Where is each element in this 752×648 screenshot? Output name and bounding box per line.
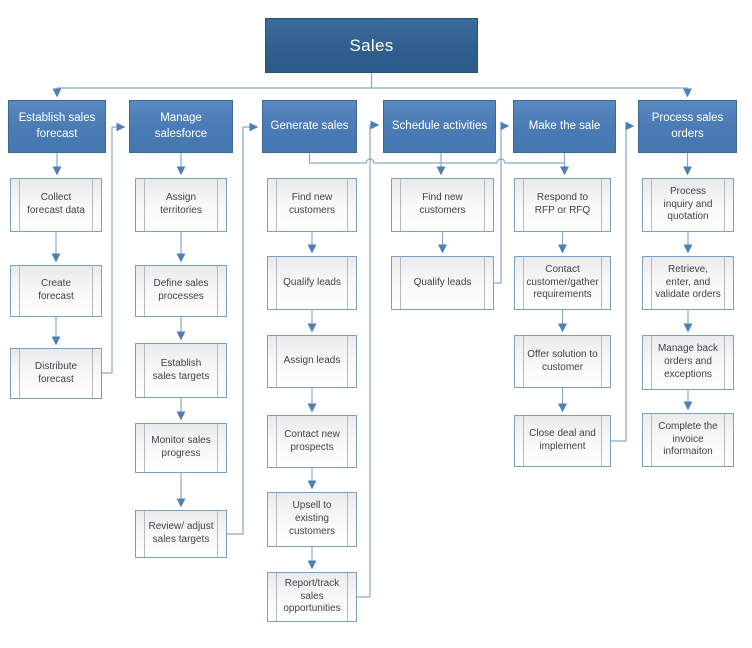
node-offer-solution-to-customer: Offer solution to customer [514,335,611,388]
node-label: Report/track sales opportunities [283,577,341,615]
node-label: Contact new prospects [284,428,340,453]
node-qualify-leads-generate: Qualify leads [267,256,357,310]
node-create-forecast: Create forecast [10,265,102,317]
connector [227,122,259,535]
node-manage-back-orders-and-exceptions: Manage back orders and exceptions [642,335,734,390]
node-label: Create forecast [38,278,74,302]
node-label: Establish sales targets [152,357,210,382]
node-generate-sales: Generate sales [262,100,357,153]
node-distribute-forecast: Distribute forecast [10,348,102,399]
node-label: Manage back orders and exceptions [657,343,719,380]
node-label: Monitor sales progress [151,435,211,459]
connector [357,120,380,598]
node-label: Collect forecast data [27,192,85,216]
node-contact-customer-gather-requirements: Contact customer/gather requirements [514,256,611,310]
node-make-the-sale: Make the sale [513,100,616,153]
connector [308,153,565,164]
node-manage-salesforce: Manage salesforce [129,100,233,153]
node-assign-territories: Assign territories [135,178,227,232]
node-process-inquiry-and-quotation: Process inquiry and quotation [642,178,734,232]
node-collect-forecast-data: Collect forecast data [10,178,102,232]
node-label: Find new customers [419,192,466,216]
node-label: Retrieve, enter, and validate orders [655,263,721,301]
node-close-deal-and-implement: Close deal and implement [514,415,611,467]
node-label: Upsell to existing customers [288,500,336,537]
node-report-track-sales-opportunities: Report/track sales opportunities [267,572,357,622]
node-label: Distribute forecast [34,360,78,385]
node-label: Process sales orders [651,111,724,140]
node-retrieve-enter-validate-orders: Retrieve, enter, and validate orders [642,256,734,310]
node-respond-to-rfp-or-rfq: Respond to RFP or RFQ [514,178,611,232]
node-label: Manage salesforce [154,111,208,140]
node-label: Make the sale [528,119,601,132]
node-label: Offer solution to customer [527,348,598,373]
node-label: Contact customer/gather requirements [526,263,599,301]
node-sales: Sales [265,18,478,73]
node-complete-the-invoice-informaiton: Complete the invoice informaiton [642,413,734,467]
node-label: Review/ adjust sales targets [148,521,214,545]
node-qualify-leads-schedule: Qualify leads [391,256,494,310]
node-label: Respond to RFP or RFQ [534,192,591,216]
node-label: Assign territories [160,192,202,216]
node-label: Define sales processes [153,278,209,302]
node-define-sales-processes: Define sales processes [135,265,227,317]
node-find-new-customers-generate: Find new customers [267,178,357,232]
node-assign-leads: Assign leads [267,335,357,388]
connector [494,121,510,284]
node-upsell-to-existing-customers: Upsell to existing customers [267,492,357,547]
node-label: Sales [349,35,394,55]
node-label: Process inquiry and quotation [663,185,713,223]
node-monitor-sales-progress: Monitor sales progress [135,423,227,473]
node-contact-new-prospects: Contact new prospects [267,415,357,468]
node-establish-sales-targets: Establish sales targets [135,343,227,398]
node-label: Close deal and implement [529,428,596,452]
node-find-new-customers-schedule: Find new customers [391,178,494,232]
node-process-sales-orders: Process sales orders [638,100,737,153]
node-label: Schedule activities [391,119,488,132]
node-review-adjust-sales-targets: Review/ adjust sales targets [135,510,227,558]
connector [102,122,126,374]
node-label: Establish sales forecast [18,111,96,140]
node-label: Qualify leads [413,276,472,288]
connector [611,121,635,442]
node-label: Complete the invoice informaiton [658,420,718,458]
node-label: Generate sales [270,119,349,132]
node-schedule-activities: Schedule activities [383,100,496,153]
node-establish-sales-forecast: Establish sales forecast [8,100,106,153]
node-label: Qualify leads [283,276,341,288]
node-label: Assign leads [283,355,341,367]
node-label: Find new customers [288,192,336,216]
